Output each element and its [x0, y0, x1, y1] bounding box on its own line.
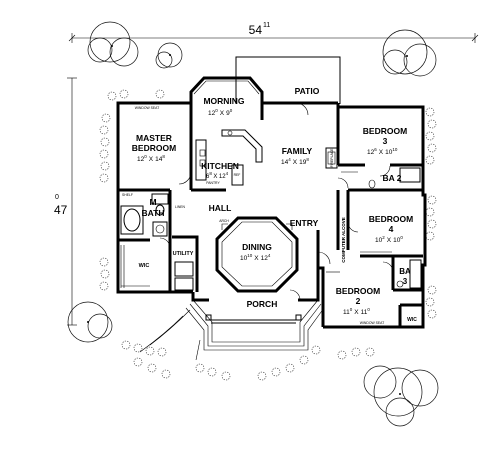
- wic-master-label: WIC: [139, 263, 150, 269]
- porch-steps: [185, 299, 325, 351]
- dining-name: DINING: [242, 242, 272, 252]
- wic-master-shelves: [120, 245, 150, 288]
- wic-bed2-label: WIC: [407, 317, 417, 323]
- ba2-fixtures: [368, 167, 421, 189]
- entry-label: ENTRY: [290, 218, 319, 228]
- linen-label: LINEN: [175, 205, 186, 209]
- shelf-label: SHELF: [122, 193, 133, 197]
- tree-bottom-right: [363, 365, 439, 427]
- patio-label: PATIO: [295, 86, 320, 96]
- utility-label: UTILITY: [173, 251, 194, 257]
- overall-depth-dimension: 47 0: [54, 77, 77, 326]
- bedroom3-name-1: BEDROOM: [363, 126, 407, 136]
- master-bath-fixtures: [120, 193, 169, 237]
- morning-bay-window: [193, 80, 260, 95]
- computer-alcove-label: COMPUTER ALCOVE: [341, 217, 346, 263]
- ba3-room: BA 3: [399, 267, 411, 286]
- pantry-label: PANTRY: [206, 181, 220, 185]
- ba2-label: BA 2: [382, 173, 401, 183]
- walkway: [139, 309, 201, 361]
- window-seat-bottom-label: WINDOW SEAT: [360, 321, 384, 325]
- bedroom4-name-2: 4: [389, 224, 394, 234]
- master-bath-name-1: M: [149, 197, 156, 207]
- ba3-fixtures: [396, 259, 422, 289]
- fireplace: [325, 147, 338, 169]
- overall-depth-fraction: 0: [55, 194, 59, 201]
- door-swings: [159, 102, 394, 301]
- tree-left-bottom: [67, 301, 113, 343]
- tree-top-left: [87, 21, 139, 67]
- overall-width-value: 54: [249, 23, 263, 37]
- hall-label: HALL: [209, 203, 232, 213]
- arch-label: ARCH: [219, 219, 229, 223]
- overall-width-dimension: 54 11: [68, 22, 479, 43]
- bedroom3-name-2: 3: [383, 136, 388, 146]
- patio-slab: [235, 56, 341, 104]
- morning-name: MORNING: [203, 96, 244, 106]
- tree-top-left-small: [155, 42, 183, 69]
- master-bath-name-2: BATH: [142, 208, 165, 218]
- bedroom-closets: [326, 171, 392, 273]
- bedroom2-name-2: 2: [356, 296, 361, 306]
- family-name: FAMILY: [282, 146, 313, 156]
- fireplace-label: FIREPLACE: [330, 148, 334, 168]
- interior-walls: [118, 103, 423, 327]
- kitchen-name: KITCHEN: [201, 161, 239, 171]
- master-bedroom-name-2: BEDROOM: [132, 143, 176, 153]
- overall-width-fraction: 11: [263, 22, 270, 29]
- porch-columns: [205, 314, 302, 324]
- window-seat-top-label: WINDOW SEAT: [135, 106, 159, 110]
- master-bath-room: M BATH: [142, 197, 165, 218]
- tree-top-right: [382, 29, 437, 77]
- bedroom4-name-1: BEDROOM: [369, 214, 413, 224]
- dining-octagon: [215, 216, 299, 293]
- utility-fixtures: [174, 261, 194, 291]
- bedroom2-name-1: BEDROOM: [336, 286, 380, 296]
- ba3-number: 3: [403, 277, 408, 286]
- ref-label: REF: [234, 173, 241, 177]
- ba3-name: BA: [399, 267, 411, 276]
- porch-label: PORCH: [247, 299, 278, 309]
- overall-depth-value: 47: [54, 203, 68, 217]
- shrubs: [99, 89, 437, 381]
- master-bedroom-name-1: MASTER: [136, 133, 172, 143]
- kitchen-island: [195, 129, 263, 186]
